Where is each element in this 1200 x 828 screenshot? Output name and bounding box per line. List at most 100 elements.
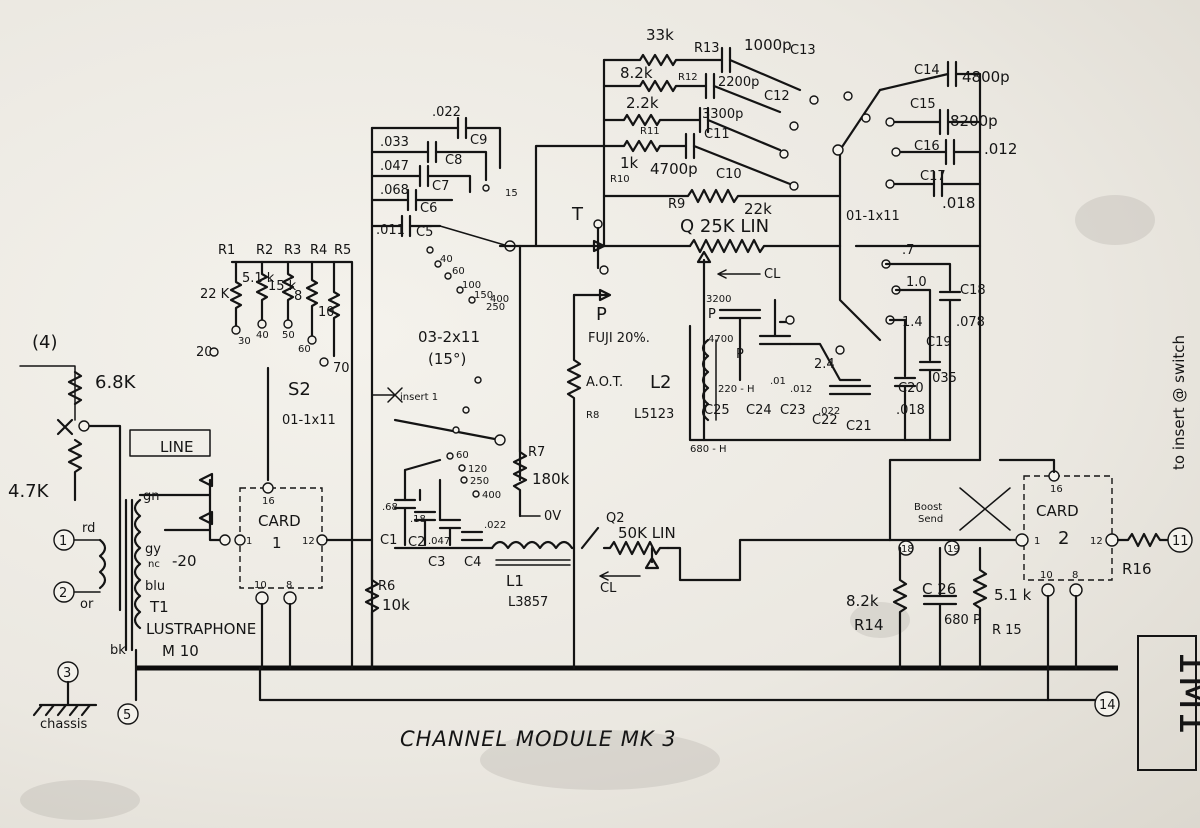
c8-value: .033 bbox=[380, 135, 409, 150]
top-rc-network: 33k R13 1000p C13 8.2k R12 2200p C12 2.2… bbox=[534, 26, 982, 462]
stamp-box bbox=[1137, 635, 1197, 771]
c5-cap bbox=[400, 214, 412, 238]
r12-name: R12 bbox=[678, 72, 698, 83]
c4-cap bbox=[460, 530, 484, 542]
center-section: T P FUJI 20%. A.O.T. R8 L2 L5123 Q2 50K … bbox=[518, 204, 892, 670]
c14-value: 4800p bbox=[962, 68, 1010, 86]
c11-value: 3300p bbox=[702, 107, 743, 122]
val-680h: 680 - H bbox=[690, 444, 727, 455]
c16-contact bbox=[891, 147, 901, 157]
tap-250-node bbox=[460, 476, 468, 484]
mid-contact-4 bbox=[456, 286, 464, 294]
resistor-r16 bbox=[1116, 532, 1170, 548]
l1-name: L1 bbox=[506, 572, 524, 590]
card1-pin-10-label: 10 bbox=[254, 580, 267, 591]
p-label: P bbox=[596, 304, 607, 325]
wire-rd-label: rd bbox=[82, 521, 95, 536]
tap-120-node bbox=[458, 464, 466, 472]
s2-step-60: 60 bbox=[298, 344, 311, 355]
c17-cap bbox=[932, 170, 944, 198]
q2-value: 50K LIN bbox=[618, 524, 676, 542]
wiper-contact-2 bbox=[861, 113, 871, 123]
c21-name: C21 bbox=[846, 419, 872, 434]
val-01: .01 bbox=[770, 376, 786, 387]
c6-cap bbox=[406, 188, 418, 212]
c23-label: C23 bbox=[780, 403, 806, 418]
c17-contact bbox=[885, 179, 895, 189]
card2-outline bbox=[1023, 475, 1113, 581]
terminal-4-label: (4) bbox=[32, 332, 58, 353]
mid-lower-contact-3 bbox=[452, 426, 460, 434]
presence-network: .7 1.0 1.4 C18 .078 C19 .035 C20 .018 C2… bbox=[688, 243, 986, 455]
s2-contact-40 bbox=[257, 319, 267, 329]
t1-primary bbox=[98, 538, 107, 590]
tap-120: 120 bbox=[468, 464, 487, 475]
r9-value: 22k bbox=[744, 200, 772, 218]
ov-label: 0V bbox=[544, 509, 561, 524]
c16-name: C16 bbox=[914, 139, 940, 154]
s2-name: S2 bbox=[288, 379, 311, 400]
c13-value: 1000p bbox=[744, 36, 792, 54]
mid-pos-100: 100 bbox=[462, 280, 481, 291]
l2-name: L2 bbox=[650, 372, 671, 393]
card1-pin-12 bbox=[316, 534, 328, 546]
terminal-14-label: 14 bbox=[1099, 698, 1116, 713]
c2-name: C2 bbox=[408, 535, 425, 550]
c12-name: C12 bbox=[764, 89, 790, 104]
mid-lower-contact-2 bbox=[462, 406, 470, 414]
mid-switch-type: 03-2x11 bbox=[418, 328, 480, 346]
r13-value: 33k bbox=[646, 26, 674, 44]
c10-cap bbox=[684, 132, 696, 160]
c15-name: C15 bbox=[910, 97, 936, 112]
s2-step-50: 50 bbox=[282, 330, 295, 341]
mid-pos-150: 150 bbox=[474, 290, 493, 301]
row3-rc bbox=[602, 113, 782, 152]
card1-pin-8 bbox=[283, 591, 297, 605]
s2-pos-20: 20 bbox=[196, 345, 213, 360]
aot-label: A.O.T. bbox=[586, 375, 623, 390]
s2-contact-30 bbox=[231, 325, 241, 335]
c8-cap bbox=[426, 140, 438, 164]
c5-value: .011 bbox=[376, 223, 405, 238]
output-pin-19-label: 19 bbox=[947, 544, 960, 555]
c10-value: 4700p bbox=[650, 160, 698, 178]
r11-name: R11 bbox=[640, 126, 660, 137]
r6-value: 10k bbox=[382, 596, 410, 614]
card2-pin-10-label: 10 bbox=[1040, 570, 1053, 581]
cl2-label: CL bbox=[764, 267, 781, 282]
c1-name: C1 bbox=[380, 533, 397, 548]
s2-step-40: 40 bbox=[256, 330, 269, 341]
row1-rc bbox=[602, 53, 802, 92]
inductor-l1 bbox=[490, 540, 576, 550]
t1-make-label: LUSTRAPHONE bbox=[146, 620, 256, 638]
card2-pin-12 bbox=[1105, 533, 1119, 547]
chassis-ground bbox=[32, 680, 98, 717]
c7-wire bbox=[370, 174, 472, 194]
card2-pin-16-label: 16 bbox=[1050, 484, 1063, 495]
c16-value: .012 bbox=[984, 140, 1017, 158]
tap-250: 250 bbox=[470, 476, 489, 487]
c20-value: .018 bbox=[896, 403, 925, 418]
fuji-label: FUJI 20%. bbox=[588, 331, 650, 346]
c4-name: C4 bbox=[464, 555, 481, 570]
c17-value: .018 bbox=[942, 194, 975, 212]
s2-contact-50 bbox=[283, 319, 293, 329]
line-switch-arrows bbox=[198, 472, 214, 526]
mid-switch: 40 60 100 150 250 400 15 03-2x11 (15°) i… bbox=[371, 184, 522, 482]
diagram-title: CHANNEL MODULE MK 3 bbox=[400, 727, 677, 751]
cap-chain bbox=[788, 342, 872, 396]
card1-wires bbox=[260, 538, 374, 670]
resistor-r5 bbox=[327, 260, 341, 358]
c11-cap bbox=[698, 106, 710, 134]
cap-3200 bbox=[718, 308, 762, 382]
c7-cap bbox=[418, 164, 430, 188]
c7-value: .047 bbox=[380, 159, 409, 174]
tap-minus20-label: -20 bbox=[172, 552, 197, 570]
r12-value: 8.2k bbox=[620, 64, 653, 82]
paper-stains bbox=[20, 195, 1155, 820]
s2-switch: R1 R2 R3 R4 R5 22 K 5.1 k 15 k 8 10 30 4… bbox=[196, 243, 354, 670]
input-section: 6.8K (4) 4.7K 1 2 rd or gn gy nc -20 blu… bbox=[8, 332, 256, 732]
mid-pos-250: 250 bbox=[486, 302, 505, 313]
pot-node bbox=[78, 420, 90, 432]
